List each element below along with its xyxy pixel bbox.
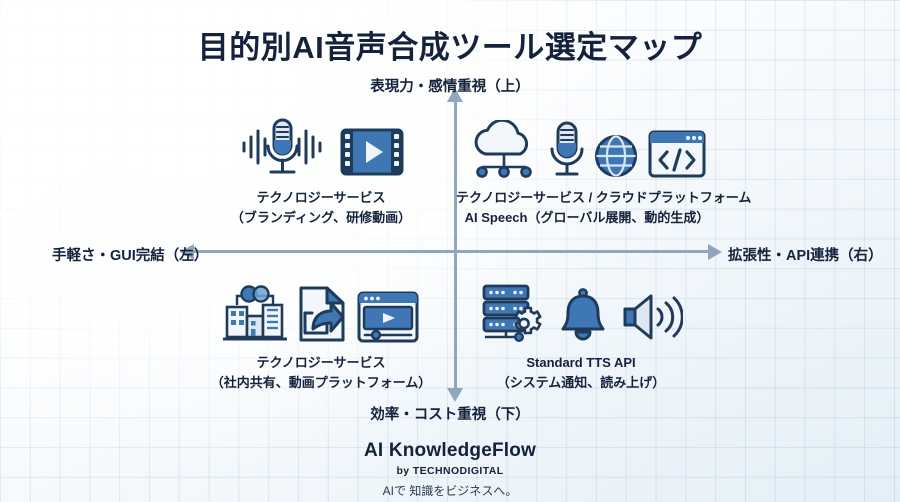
quadrant-top-left-icons	[196, 110, 446, 178]
notification-bell-icon	[561, 288, 605, 341]
brand-byline: by TECHNODIGITAL	[396, 465, 504, 477]
horizontal-axis-line	[192, 250, 710, 253]
video-player-window-icon	[357, 291, 419, 343]
quadrant-bottom-right-caption: Standard TTS API （システム通知、読み上げ）	[456, 353, 706, 393]
arrow-left-icon	[180, 244, 194, 260]
quadrant-top-right-icons	[456, 110, 718, 178]
quadrant-top-left-line2: （ブランディング、研修動画）	[230, 210, 412, 226]
quadrant-top-right: テクノロジーサービス / クラウドプラットフォーム AI Speech（グローバ…	[456, 110, 751, 228]
server-gear-icon	[482, 284, 542, 343]
globe-icon	[595, 135, 637, 177]
quadrant-top-right-caption: テクノロジーサービス / クラウドプラットフォーム AI Speech（グローバ…	[456, 188, 751, 228]
quadrant-bottom-right-line1: Standard TTS API	[526, 355, 636, 370]
page-title: 目的別AI音声合成ツール選定マップ	[197, 30, 703, 65]
brand-tagline: AIで 知識をビジネスへ。	[382, 484, 518, 498]
quadrant-top-left: テクノロジーサービス （ブランディング、研修動画）	[196, 110, 446, 228]
axis-label-top: 表現力・感情重視（上）	[370, 79, 530, 95]
quadrant-bottom-right-line2: （システム通知、読み上げ）	[496, 375, 666, 391]
axis-label-bottom: 効率・コスト重視（下）	[370, 407, 530, 423]
vertical-axis-line	[454, 100, 457, 390]
quadrant-bottom-left-icons	[196, 275, 446, 343]
microphone-icon	[550, 121, 584, 176]
quadrant-top-left-line1: テクノロジーサービス	[256, 190, 386, 205]
speaker-waves-icon	[623, 294, 683, 340]
quadrant-bottom-left-caption: テクノロジーサービス （社内共有、動画プラットフォーム）	[196, 353, 446, 393]
code-window-icon	[648, 130, 706, 178]
axis-label-right: 拡張性・API連携（右）	[728, 248, 883, 264]
quadrant-bottom-left-line2: （社内共有、動画プラットフォーム）	[210, 375, 432, 391]
quadrant-bottom-right: Standard TTS API （システム通知、読み上げ）	[456, 275, 706, 393]
film-strip-play-icon	[340, 128, 404, 176]
quadrant-top-left-caption: テクノロジーサービス （ブランディング、研修動画）	[196, 188, 446, 228]
cloud-network-icon	[474, 120, 532, 178]
arrow-down-icon	[447, 388, 463, 402]
office-buildings-network-icon	[223, 285, 287, 341]
quadrant-top-right-line2: AI Speech（グローバル展開、動的生成）	[464, 210, 710, 226]
microphone-waveform-icon	[242, 118, 322, 174]
arrow-right-icon	[708, 244, 722, 260]
footer: AI KnowledgeFlow by TECHNODIGITAL AIで 知識…	[0, 440, 900, 499]
quadrant-top-right-line1: テクノロジーサービス / クラウドプラットフォーム	[456, 190, 752, 205]
quadrant-bottom-left: テクノロジーサービス （社内共有、動画プラットフォーム）	[196, 275, 446, 393]
quadrant-bottom-left-line1: テクノロジーサービス	[256, 355, 386, 370]
quadrant-bottom-right-icons	[456, 275, 706, 343]
brand-name: AI KnowledgeFlow	[363, 440, 537, 461]
axis-label-left: 手軽さ・GUI完結（左）	[52, 248, 209, 264]
document-share-icon	[299, 286, 345, 342]
arrow-up-icon	[447, 88, 463, 102]
